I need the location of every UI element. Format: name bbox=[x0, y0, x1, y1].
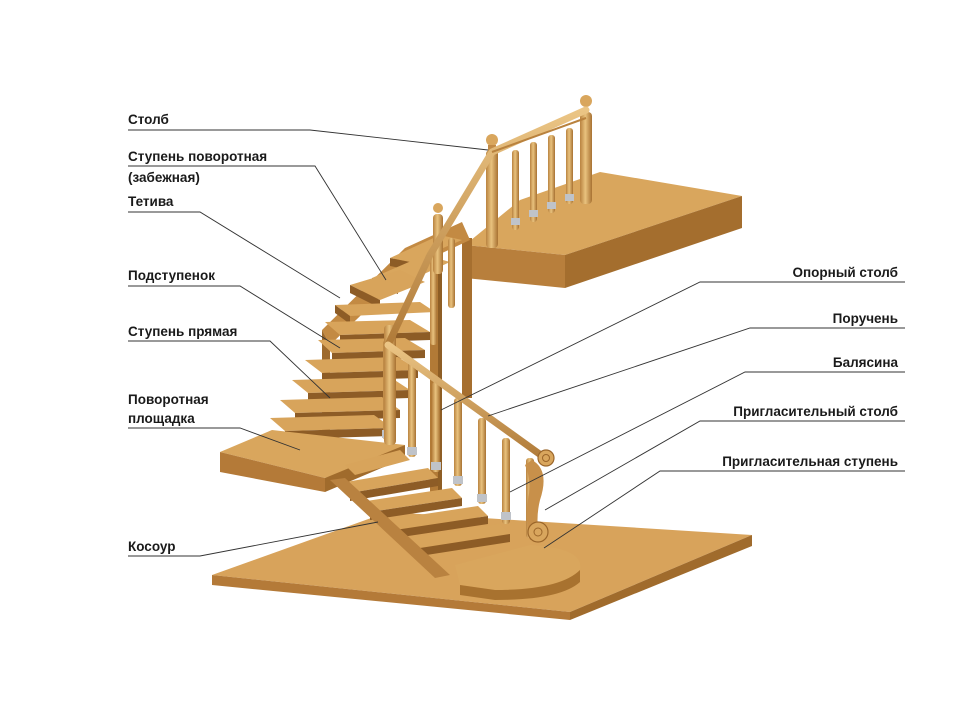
upper-platform bbox=[465, 172, 742, 288]
label-stupen-pryamaya: Ступень прямая bbox=[128, 324, 237, 339]
label-stupen-povorotnaya-line1: Ступень поворотная bbox=[128, 149, 267, 164]
leader-balyasina bbox=[509, 371, 905, 493]
label-podstupenok: Подступенок bbox=[128, 268, 215, 283]
starter-step bbox=[455, 545, 581, 600]
winder-steps bbox=[350, 235, 462, 308]
label-tetiva: Тетива bbox=[128, 194, 174, 209]
handrail bbox=[384, 106, 590, 462]
starter-newel bbox=[525, 449, 555, 543]
label-priglasitelnyi-stolb: Пригласительный столб bbox=[733, 404, 898, 419]
leader-stupen-povorotnaya bbox=[128, 165, 387, 281]
leader-tetiva bbox=[128, 211, 341, 299]
leader-poruchen bbox=[487, 327, 905, 417]
label-balyasina: Балясина bbox=[833, 355, 899, 370]
leader-ploshchadka bbox=[128, 427, 301, 451]
balusters-upper bbox=[430, 128, 574, 345]
lower-flight bbox=[330, 450, 510, 578]
labels-right: Опорный столб Поручень Балясина Пригласи… bbox=[722, 265, 898, 469]
leader-stupen-pryamaya bbox=[128, 340, 331, 399]
label-stupen-povorotnaya-line2: (забежная) bbox=[128, 170, 200, 185]
label-kosour: Косоур bbox=[128, 539, 175, 554]
leader-priglasitelnyi-stolb bbox=[544, 420, 905, 511]
leader-lines bbox=[128, 129, 905, 557]
leader-opornyi-stolb bbox=[440, 281, 905, 411]
leader-stolb bbox=[128, 129, 489, 151]
label-ploshchadka-line2: площадка bbox=[128, 411, 195, 426]
labels-left: Столб Ступень поворотная (забежная) Тети… bbox=[128, 112, 267, 554]
leader-kosour bbox=[128, 521, 379, 557]
label-poruchen: Поручень bbox=[833, 311, 898, 326]
label-priglasitelnaya-stupen: Пригласительная ступень bbox=[722, 454, 898, 469]
label-ploshchadka-line1: Поворотная bbox=[128, 392, 209, 407]
leader-podstupenok bbox=[128, 285, 341, 349]
label-opornyi-stolb: Опорный столб bbox=[793, 265, 898, 280]
leader-priglasitelnaya-stupen bbox=[543, 470, 905, 549]
label-stolb: Столб bbox=[128, 112, 169, 127]
